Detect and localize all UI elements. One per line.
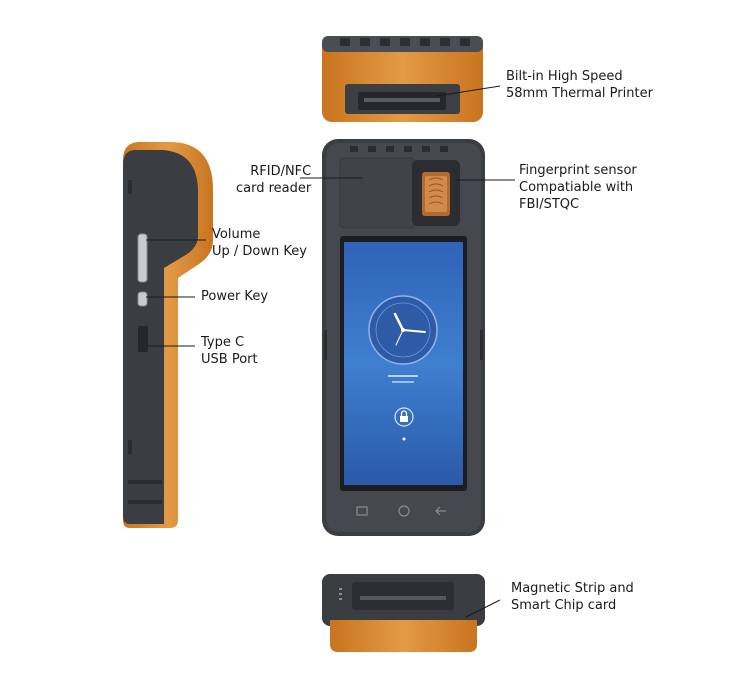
printer-label: Bilt-in High Speed 58mm Thermal Printer: [506, 68, 653, 102]
magnetic-label-line2: Smart Chip card: [511, 598, 617, 613]
clock-icon: [368, 295, 438, 365]
volume-label: Volume Up / Down Key: [212, 226, 307, 260]
printer-label-line2: 58mm Thermal Printer: [506, 86, 653, 101]
back-icon: [435, 506, 446, 516]
rfid-label-line2: card reader: [236, 181, 312, 196]
power-key: [137, 291, 148, 307]
fingerprint-label-line1: Fingerprint sensor: [519, 163, 637, 178]
volume-label-line1: Volume: [212, 227, 261, 242]
menu-icon: [356, 506, 368, 516]
side-view-device: [123, 142, 213, 528]
fingerprint-sensor: [412, 160, 460, 226]
magnetic-label-line1: Magnetic Strip and: [511, 581, 634, 596]
power-label-line1: Power Key: [201, 289, 269, 304]
lock-icon: [394, 407, 414, 427]
top-view-printer: [322, 36, 483, 122]
magnetic-label: Magnetic Strip and Smart Chip card: [511, 580, 634, 614]
power-label: Power Key: [201, 288, 268, 305]
printer-label-line1: Bilt-in High Speed: [506, 69, 623, 84]
fingerprint-label-line2: Compatiable with: [519, 180, 634, 195]
fingerprint-label-line3: FBI/STQC: [519, 197, 580, 212]
usb-port: [138, 326, 148, 352]
volume-label-line2: Up / Down Key: [212, 244, 307, 259]
rfid-label: RFID/NFC card reader: [236, 163, 311, 197]
bottom-view-device: [322, 574, 485, 652]
home-icon: [398, 505, 410, 517]
leader-lines: [146, 85, 515, 618]
front-view-device: [322, 139, 485, 536]
usb-label-line1: Type C: [201, 335, 245, 350]
usb-label-line2: USB Port: [201, 352, 258, 367]
fingerprint-label: Fingerprint sensor Compatiable with FBI/…: [519, 162, 637, 213]
usb-label: Type C USB Port: [201, 334, 258, 368]
rfid-label-line1: RFID/NFC: [250, 164, 312, 179]
volume-key: [137, 233, 148, 283]
